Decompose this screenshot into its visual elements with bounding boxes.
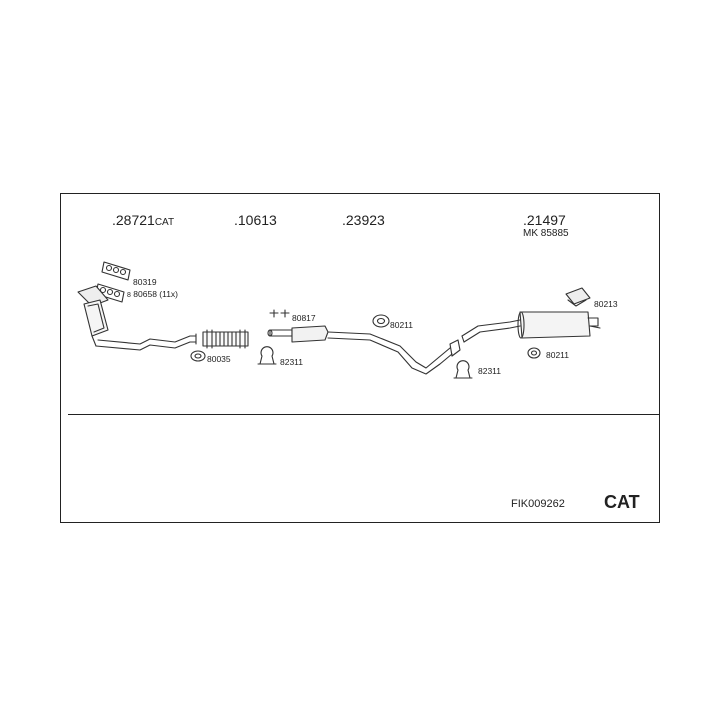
- rubber-mount-icon: [372, 314, 390, 328]
- part-label-80035: 80035: [207, 354, 231, 364]
- part-label-80658: 8 80658 (11x): [127, 289, 179, 299]
- part-label-82311-b: 82311: [478, 366, 502, 376]
- clamp-icon: [257, 346, 277, 365]
- catalytic-converter-icon: [77, 285, 109, 347]
- bolt-icon: [269, 309, 290, 318]
- part-label-80319: 80319: [133, 277, 157, 287]
- group-number: .28721: [112, 212, 155, 228]
- group-suffix: CAT: [154, 217, 175, 228]
- clamp-icon: [453, 360, 473, 379]
- group-sub-label: MK 85885: [523, 228, 569, 239]
- diagram-divider: [68, 414, 660, 415]
- gasket-ring-icon: [190, 350, 206, 362]
- diagram-frame: [60, 193, 660, 523]
- rear-silencer-icon: [461, 311, 601, 343]
- group-label-23923: .23923: [342, 212, 385, 228]
- flex-pipe-icon: [202, 329, 249, 349]
- part-number: 80658 (11x): [133, 289, 179, 299]
- middle-silencer-icon: [267, 325, 453, 375]
- kit-type: CAT: [604, 492, 640, 512]
- kit-code: FIK009262: [511, 498, 565, 510]
- part-label-82311-a: 82311: [280, 357, 304, 367]
- part-label-80213: 80213: [594, 299, 618, 309]
- front-pipe-icon: [95, 335, 197, 351]
- group-label-10613: .10613: [234, 212, 277, 228]
- part-label-80211-a: 80211: [390, 320, 414, 330]
- part-label-80817: 80817: [292, 313, 316, 323]
- manifold-gasket-icon: [95, 261, 131, 303]
- bracket-icon: [565, 287, 591, 307]
- group-label-28721: .28721CAT: [112, 213, 174, 228]
- rubber-mount-icon: [527, 347, 541, 359]
- part-label-80211-b: 80211: [546, 350, 570, 360]
- group-label-21497: .21497: [523, 212, 566, 228]
